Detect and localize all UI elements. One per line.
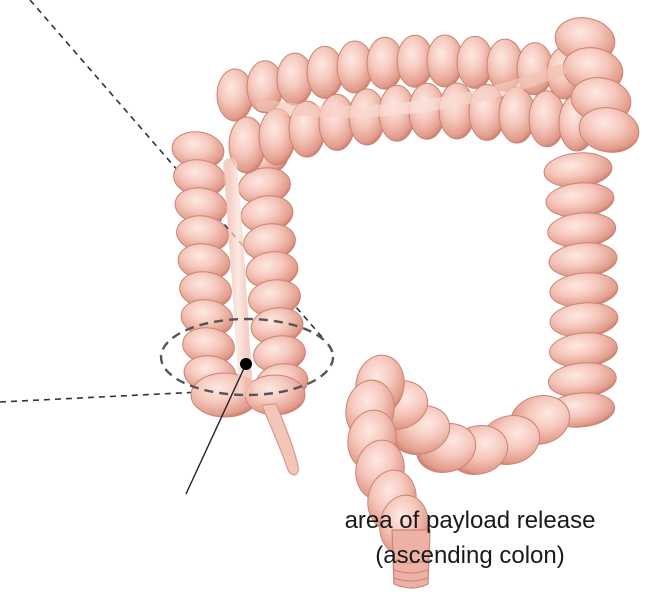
appendix [262,404,298,475]
caption-line-1: area of payload release [280,505,648,537]
guide-line-left [0,392,200,402]
release-point-marker [240,358,252,370]
caption-line-2: (ascending colon) [280,540,648,572]
